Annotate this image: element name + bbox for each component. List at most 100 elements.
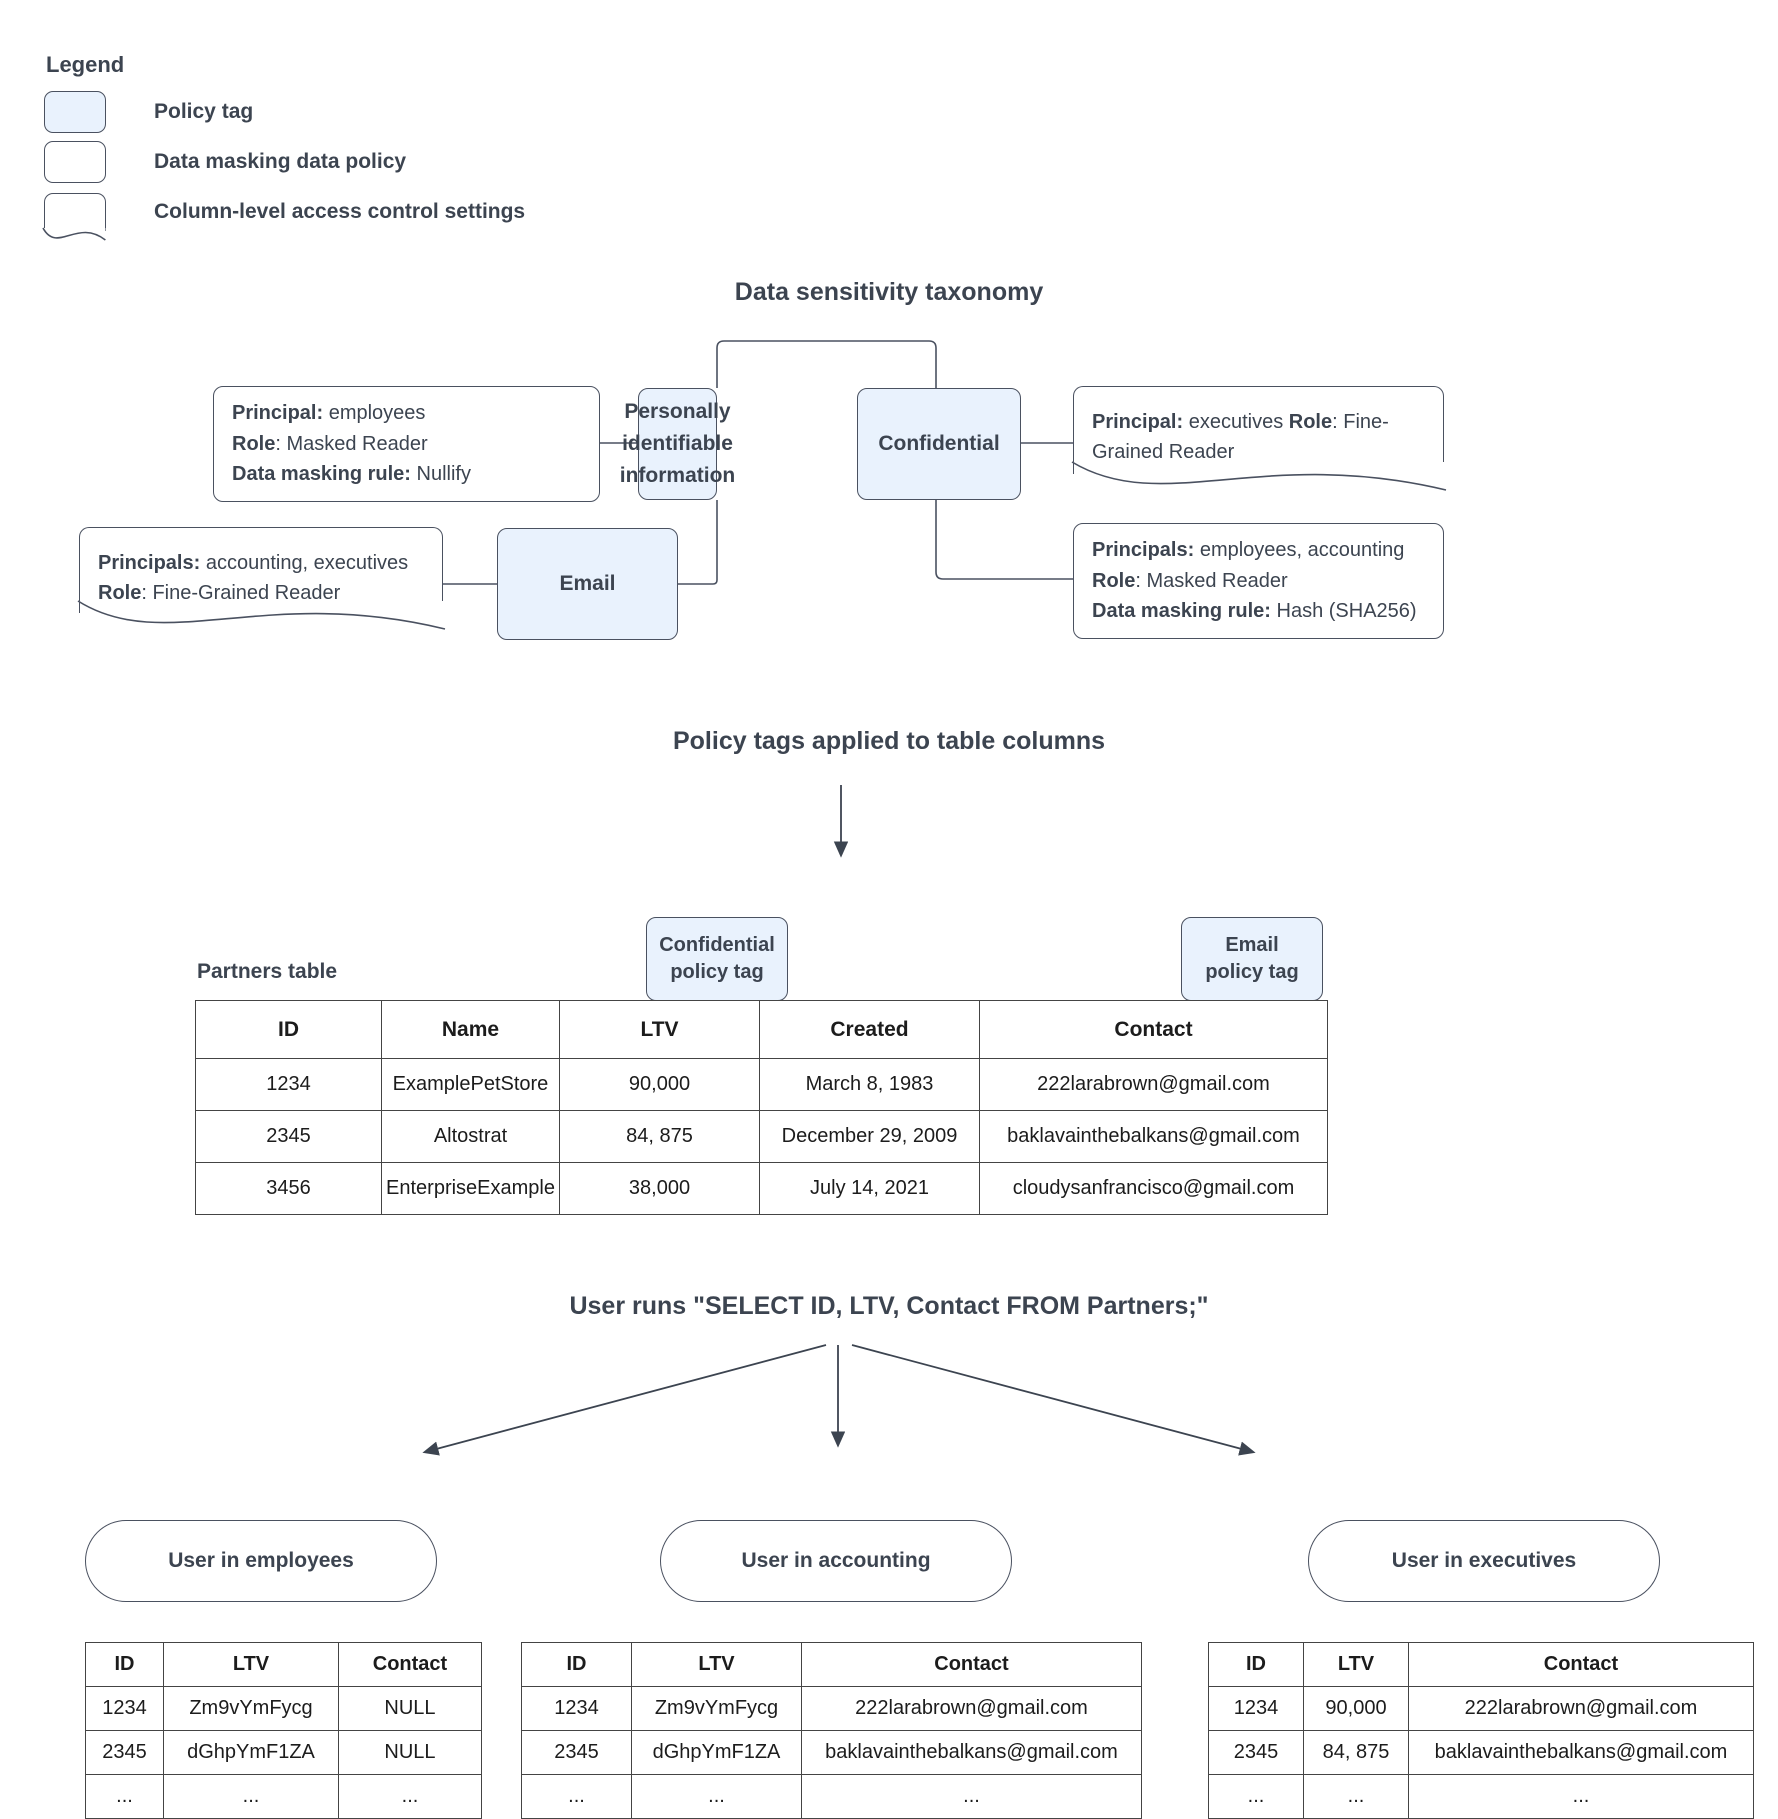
pii-masking-rule-label: Data masking rule: xyxy=(232,463,411,486)
email-access-text: Principals: accounting, executives Role:… xyxy=(98,548,424,609)
table-cell: 84, 875 xyxy=(559,1110,760,1163)
policy-tag-email-column[interactable]: Email policy tag xyxy=(1181,917,1323,1001)
result-column-header: ID xyxy=(1208,1642,1304,1687)
email-role-value: : Fine-Grained Reader xyxy=(141,582,341,605)
legend-swatch-wrap xyxy=(44,91,118,133)
confmask-rule-value: Hash (SHA256) xyxy=(1270,600,1417,623)
pii-role-value: : Masked Reader xyxy=(275,432,428,455)
pii-data-masking-policy-card: Principal: employees Role: Masked Reader… xyxy=(213,386,600,502)
table-cell: 2345 xyxy=(1208,1730,1304,1775)
wavy-edge-icon xyxy=(42,227,107,241)
persona-pill-accounting[interactable]: User in accounting xyxy=(660,1520,1012,1602)
table-cell: dGhpYmF1ZA xyxy=(631,1730,802,1775)
partners-column-header: Contact xyxy=(979,1000,1328,1059)
policy-tag-confidential-column-line1: Confidential xyxy=(659,934,775,956)
table-cell: 90,000 xyxy=(559,1058,760,1111)
legend-label-column-access: Column-level access control settings xyxy=(154,200,526,223)
table-cell: 1234 xyxy=(521,1686,632,1731)
confmask-rule-label: Data masking rule: xyxy=(1092,600,1271,623)
table-cell: NULL xyxy=(338,1730,482,1775)
confmask-principals-value: employees, accounting xyxy=(1194,539,1405,562)
confidential-column-access-card: Principal: executives Role: Fine-Grained… xyxy=(1071,386,1447,491)
result-column-header: Contact xyxy=(801,1642,1142,1687)
table-cell: NULL xyxy=(338,1686,482,1731)
table-cell: 2345 xyxy=(521,1730,632,1775)
table-cell: baklavainthebalkans@gmail.com xyxy=(801,1730,1142,1775)
table-cell: 1234 xyxy=(195,1058,382,1111)
policy-tag-swatch xyxy=(44,91,106,133)
legend: Legend Policy tag Data masking data poli… xyxy=(42,52,644,241)
confidential-data-masking-policy-card: Principals: employees, accounting Role: … xyxy=(1073,523,1444,639)
policy-tag-confidential-column[interactable]: Confidential policy tag xyxy=(646,917,788,1001)
table-cell: 90,000 xyxy=(1303,1686,1409,1731)
persona-label-accounting: User in accounting xyxy=(741,1549,931,1572)
table-cell: 2345 xyxy=(195,1110,382,1163)
taxonomy-section-title: Data sensitivity taxonomy xyxy=(734,278,1044,306)
pii-principal-label: Principal: xyxy=(232,402,324,425)
result-column-header: LTV xyxy=(631,1642,802,1687)
partners-column-header: Created xyxy=(759,1000,980,1059)
policy-tag-email-column-line1: Email xyxy=(1225,934,1279,956)
legend-item-column-access: Column-level access control settings xyxy=(42,188,644,241)
policy-tag-confidential-column-line2: policy tag xyxy=(670,961,764,983)
policy-tag-email[interactable]: Email xyxy=(497,528,678,640)
pii-principal-value: employees xyxy=(323,402,426,425)
table-cell: Zm9vYmFycg xyxy=(163,1686,339,1731)
conf-role-label: Role xyxy=(1288,411,1333,433)
legend-label-data-masking: Data masking data policy xyxy=(154,150,407,173)
legend-swatch-wrap xyxy=(42,193,118,241)
legend-title: Legend xyxy=(46,52,125,77)
confidential-access-text: Principal: executives Role: Fine-Grained… xyxy=(1092,407,1425,468)
policy-tag-pii[interactable]: Personally identifiable information xyxy=(620,388,735,500)
table-cell: 3456 xyxy=(195,1162,382,1215)
policy-tag-confidential[interactable]: Confidential xyxy=(857,388,1021,500)
legend-item-data-masking: Data masking data policy xyxy=(44,138,644,186)
table-cell: baklavainthebalkans@gmail.com xyxy=(1408,1730,1754,1775)
policy-tag-confidential-label: Confidential xyxy=(878,432,1000,456)
confidential-masking-text: Principals: employees, accounting Role: … xyxy=(1092,535,1417,626)
result-column-header: ID xyxy=(521,1642,632,1687)
pii-masking-policy-text: Principal: employees Role: Masked Reader… xyxy=(232,398,471,489)
table-cell: 38,000 xyxy=(559,1162,760,1215)
persona-label-employees: User in employees xyxy=(168,1549,354,1572)
partners-column-header: Name xyxy=(381,1000,560,1059)
table-cell: 84, 875 xyxy=(1303,1730,1409,1775)
table-cell: 2345 xyxy=(85,1730,164,1775)
table-cell: Zm9vYmFycg xyxy=(631,1686,802,1731)
table-cell: 1234 xyxy=(85,1686,164,1731)
legend-label-policy-tag: Policy tag xyxy=(154,100,254,123)
table-cell: ExamplePetStore xyxy=(381,1058,560,1111)
pii-role-label: Role xyxy=(232,432,276,455)
confmask-role-label: Role xyxy=(1092,569,1136,592)
email-column-access-card: Principals: accounting, executives Role:… xyxy=(77,527,446,630)
policy-tag-email-column-line2: policy tag xyxy=(1205,961,1299,983)
persona-pill-employees[interactable]: User in employees xyxy=(85,1520,437,1602)
query-section-title: User runs "SELECT ID, LTV, Contact FROM … xyxy=(569,1292,1209,1320)
table-cell: March 8, 1983 xyxy=(759,1058,980,1111)
persona-pill-executives[interactable]: User in executives xyxy=(1308,1520,1660,1602)
persona-label-executives: User in executives xyxy=(1391,1549,1577,1572)
conf-principal-value: executives xyxy=(1183,411,1284,433)
table-cell: dGhpYmF1ZA xyxy=(163,1730,339,1775)
result-column-header: ID xyxy=(85,1642,164,1687)
conf-principal-label: Principal: xyxy=(1092,411,1184,433)
table-cell: Altostrat xyxy=(381,1110,560,1163)
